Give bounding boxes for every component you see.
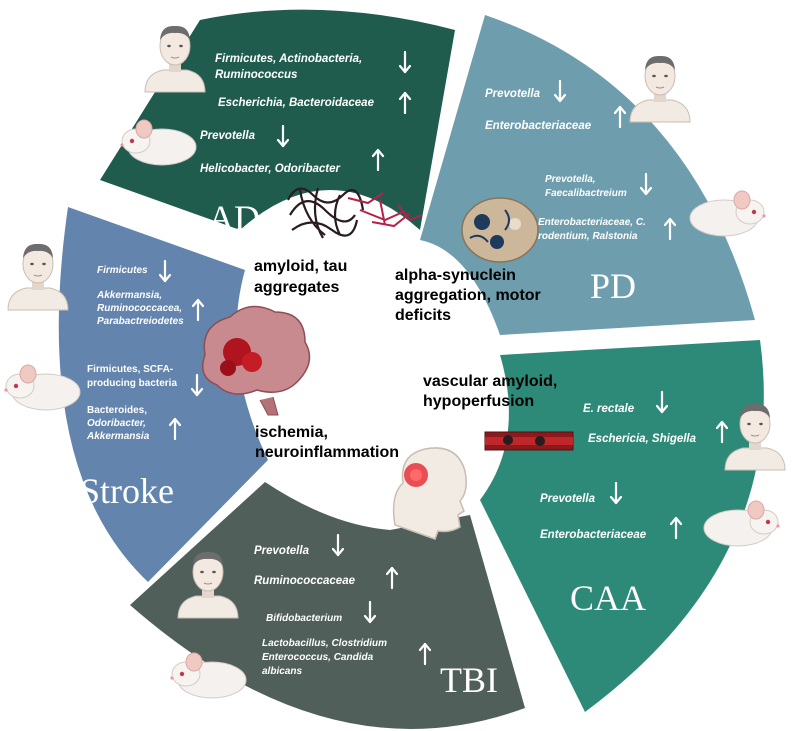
ad-human-1-line2: Ruminococcus bbox=[215, 69, 297, 81]
caa-human-1-line1: E. rectale bbox=[583, 403, 635, 415]
ad-segment bbox=[100, 9, 455, 231]
pd-human-1-line1: Prevotella bbox=[485, 88, 541, 100]
stroke-human-2-line3: Parabactreiodetes bbox=[97, 316, 184, 327]
ad-pathology-line1: amyloid, tau bbox=[254, 258, 347, 275]
tbi-title: TBI bbox=[440, 660, 498, 700]
stroke-title: Stroke bbox=[80, 471, 174, 511]
pd-title: PD bbox=[590, 266, 636, 306]
stroke-mouse-1-line2: producing bacteria bbox=[87, 378, 177, 389]
stroke-mouse-2-line1: Bacteroides, bbox=[87, 405, 147, 416]
caa-mouse-2-line1: Enterobacteriaceae bbox=[540, 529, 647, 541]
pd-pathology-line2: aggregation, motor bbox=[395, 287, 541, 304]
pd-pathology-line3: deficits bbox=[395, 307, 451, 324]
head-injury-icon bbox=[392, 447, 467, 540]
pd-mouse-2-line2: rodentium, Ralstonia bbox=[538, 231, 638, 242]
caa-pathology-line2: hypoperfusion bbox=[423, 393, 534, 410]
human-face-icon bbox=[7, 243, 69, 311]
stroke-mouse-2-line3: Akkermansia bbox=[86, 431, 150, 442]
neuron-tissue-icon bbox=[461, 197, 539, 263]
pd-mouse-1-line2: Faecalibactreium bbox=[545, 188, 627, 199]
caa-pathology-line1: vascular amyloid, bbox=[423, 373, 557, 390]
stroke-mouse-1-line1: Firmicutes, SCFA- bbox=[87, 364, 173, 375]
tbi-mouse-1-line1: Bifidobacterium bbox=[266, 613, 342, 624]
pd-mouse-1-line1: Prevotella, bbox=[545, 174, 596, 185]
blood-vessel-icon bbox=[484, 431, 574, 451]
tbi-human-1-line1: Prevotella bbox=[254, 545, 310, 557]
protein-fibril-icon bbox=[287, 187, 423, 239]
stroke-pathology-line2: neuroinflammation bbox=[255, 444, 399, 461]
brain-icon bbox=[202, 305, 311, 416]
tbi-human-2-line1: Ruminococcaceae bbox=[254, 575, 356, 587]
caa-human-2-line1: Eschericia, Shigella bbox=[588, 433, 697, 445]
stroke-pathology-line1: ischemia, bbox=[255, 424, 328, 441]
stroke-mouse-2-line2: Odoribacter, bbox=[87, 418, 146, 429]
stroke-human-1-line1: Firmicutes bbox=[97, 265, 148, 276]
pd-human-2-line1: Enterobacteriaceae bbox=[485, 120, 592, 132]
ad-human-2-line1: Escherichia, Bacteroidaceae bbox=[218, 97, 375, 109]
tbi-mouse-2-line2: Enterococcus, Candida bbox=[262, 652, 374, 663]
ad-mouse-2-line1: Helicobacter, Odoribacter bbox=[200, 163, 340, 175]
caa-mouse-1-line1: Prevotella bbox=[540, 493, 596, 505]
ad-human-1-line1: Firmicutes, Actinobacteria, bbox=[215, 53, 362, 65]
tbi-mouse-2-line3: albicans bbox=[262, 666, 302, 677]
ad-title: AD bbox=[208, 198, 260, 238]
stroke-human-2-line1: Akkermansia, bbox=[96, 290, 162, 301]
tbi-mouse-2-line1: Lactobacillus, Clostridium bbox=[262, 638, 387, 649]
pd-mouse-2-line1: Enterobacteriaceae, C. bbox=[538, 217, 646, 228]
stroke-segment bbox=[58, 207, 268, 582]
ad-pathology-line2: aggregates bbox=[254, 279, 339, 296]
stroke-human-2-line2: Ruminococcacea, bbox=[97, 303, 182, 314]
caa-title: CAA bbox=[570, 578, 646, 618]
ad-mouse-1-line1: Prevotella bbox=[200, 130, 256, 142]
human-face-icon bbox=[629, 55, 691, 123]
pd-pathology-line1: alpha-synuclein bbox=[395, 267, 516, 284]
